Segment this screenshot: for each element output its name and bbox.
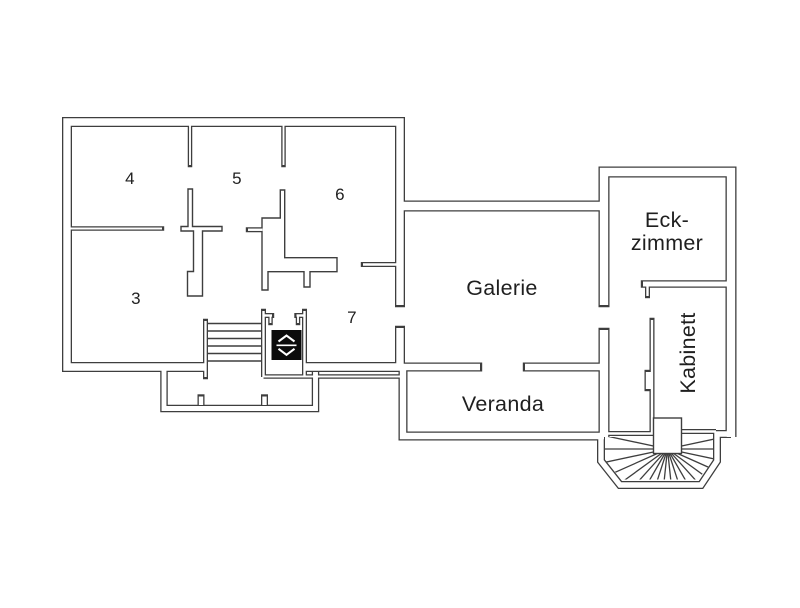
room-label-galerie: Galerie xyxy=(466,276,537,300)
room-label-4: 4 xyxy=(125,169,135,188)
room-label-7: 7 xyxy=(347,308,357,327)
room-label-3: 3 xyxy=(131,289,141,308)
chevron-down-icon xyxy=(277,347,296,357)
spiral-stairs-newel xyxy=(652,417,683,455)
room-label-kabinett: Kabinett xyxy=(676,312,700,393)
room-labels: 4 5 6 3 7 Galerie Veranda Eck- zimmer Ka… xyxy=(125,169,703,416)
chevron-up-icon xyxy=(277,334,296,343)
walls-core xyxy=(63,118,736,488)
room-label-veranda: Veranda xyxy=(462,392,544,416)
elevator-icon xyxy=(271,330,302,360)
chimney-right xyxy=(261,189,338,291)
room-label-6: 6 xyxy=(335,185,345,204)
chimney-left xyxy=(180,188,223,297)
room-label-5: 5 xyxy=(232,169,242,188)
room-label-eckzimmer-line2: zimmer xyxy=(631,231,703,255)
room-label-eckzimmer-line1: Eck- xyxy=(645,208,689,232)
straight-stairs xyxy=(208,322,261,362)
chimney-structures xyxy=(180,188,338,297)
